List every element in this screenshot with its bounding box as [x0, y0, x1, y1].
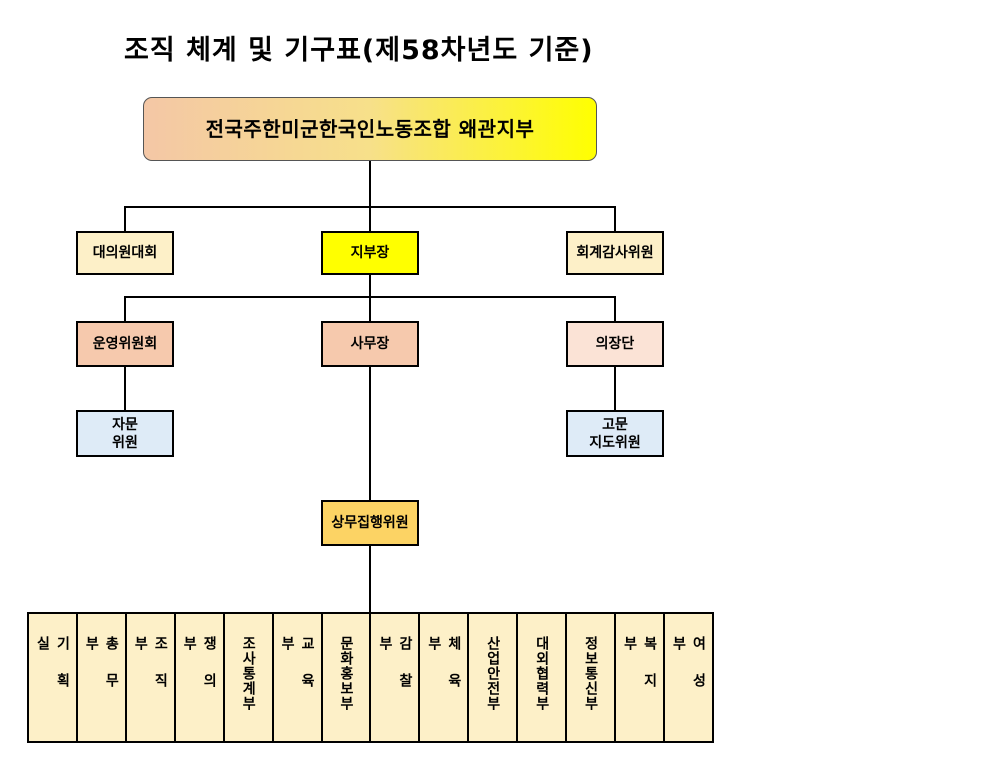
department-cell: 감찰부: [371, 614, 421, 741]
steering-node: 운영위원회: [76, 321, 174, 367]
department-cell: 산업안전부: [469, 614, 519, 741]
department-label: 교육부: [279, 636, 316, 710]
connector-line: [124, 296, 126, 322]
department-label: 여성부: [670, 636, 707, 710]
department-cell: 문화홍보부: [323, 614, 372, 741]
department-label: 정보통신부: [582, 636, 599, 711]
department-label: 기획실: [34, 636, 71, 710]
department-label: 산업안전부: [484, 636, 501, 711]
department-row: 기획실 총무부 조직부 쟁의부 조사통계부 교육부 문화홍보부 감찰부 체육부 …: [27, 612, 714, 743]
department-label: 체육부: [425, 636, 462, 710]
connector-line: [614, 296, 616, 322]
connector-line: [124, 206, 126, 231]
department-label: 대외협력부: [533, 636, 550, 711]
department-cell: 복지부: [616, 614, 665, 741]
branch-chief-node: 지부장: [321, 231, 419, 275]
department-cell: 조직부: [127, 614, 176, 741]
connector-line: [369, 161, 371, 612]
department-label: 조사통계부: [240, 636, 257, 711]
connector-line: [124, 366, 126, 411]
assembly-node: 대의원대회: [76, 231, 174, 275]
connector-line: [614, 206, 616, 231]
department-cell: 기획실: [29, 614, 78, 741]
department-cell: 대외협력부: [518, 614, 568, 741]
connector-line: [614, 366, 616, 411]
department-cell: 총무부: [78, 614, 127, 741]
department-label: 문화홍보부: [337, 636, 354, 711]
connector-line: [124, 296, 616, 298]
connector-line: [124, 206, 616, 208]
chair-group-node: 의장단: [566, 321, 664, 367]
union-node: 전국주한미군한국인노동조합 왜관지부: [143, 97, 597, 161]
audit-node: 회계감사위원: [566, 231, 664, 275]
department-label: 쟁의부: [181, 636, 218, 710]
department-cell: 조사통계부: [225, 614, 274, 741]
department-cell: 쟁의부: [176, 614, 225, 741]
counsel-node: 고문 지도위원: [566, 410, 664, 457]
standing-exec-node: 상무집행위원: [321, 500, 419, 546]
department-label: 총무부: [83, 636, 120, 710]
department-cell: 체육부: [420, 614, 470, 741]
department-cell: 교육부: [274, 614, 323, 741]
secretary-general-node: 사무장: [321, 321, 419, 367]
page-title: 조직 체계 및 기구표(제58차년도 기준): [124, 35, 594, 66]
department-label: 조직부: [132, 636, 169, 710]
advisory-node: 자문 위원: [76, 410, 174, 457]
department-cell: 여성부: [665, 614, 712, 741]
department-cell: 정보통신부: [567, 614, 617, 741]
department-label: 감찰부: [376, 636, 413, 710]
department-label: 복지부: [621, 636, 658, 710]
